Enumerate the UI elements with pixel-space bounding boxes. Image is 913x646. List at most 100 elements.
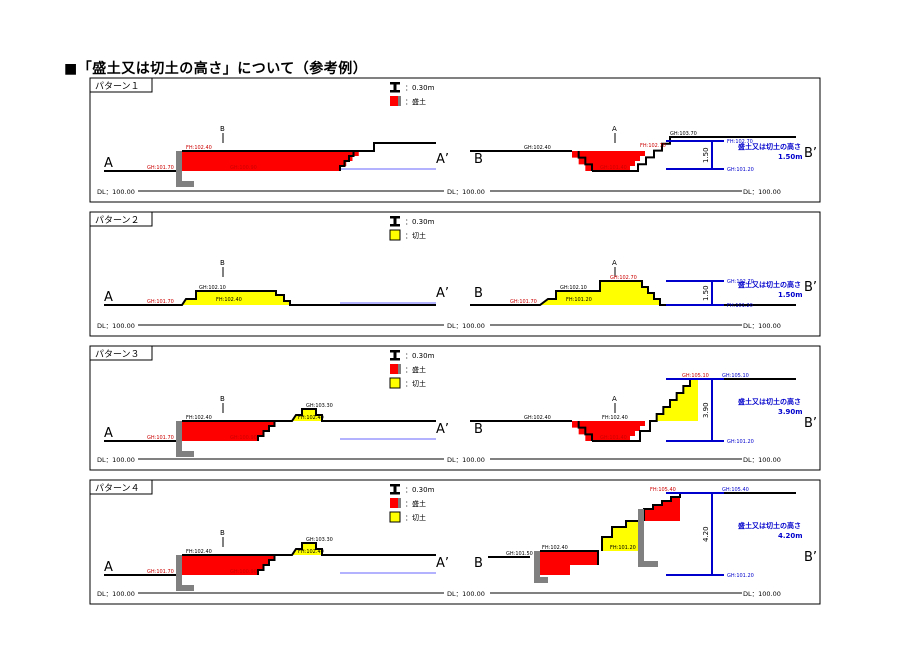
marker-a: A xyxy=(104,426,113,441)
section-marker-a: A xyxy=(612,259,617,267)
panel-frame xyxy=(89,345,821,471)
legend-label: ：0.30m xyxy=(405,84,435,92)
result-label: 盛土又は切土の高さ xyxy=(738,521,801,530)
height-value: 4.20 xyxy=(702,526,710,542)
level-label: GH:102.40 xyxy=(524,415,551,421)
section-marker-a: A xyxy=(612,395,617,403)
level-label: GH:105.10 xyxy=(722,373,749,379)
level-label: FH:102.40 xyxy=(542,545,568,551)
cut-legend-icon xyxy=(389,229,401,241)
dl-label: DL：100.00 xyxy=(743,456,781,464)
dl-label: DL：100.00 xyxy=(97,188,135,196)
result-value: 1.50m xyxy=(778,153,803,161)
dl-label: DL：100.00 xyxy=(447,188,485,196)
legend-label: ：切土 xyxy=(405,379,426,388)
retaining-wall xyxy=(638,509,644,565)
dl-label: DL：100.00 xyxy=(447,456,485,464)
marker-b-prime: B’ xyxy=(804,550,817,565)
wall-legend-icon xyxy=(393,216,397,226)
cut-shape xyxy=(602,521,640,551)
level-label: FH:102.40 xyxy=(186,415,212,421)
ground-profile xyxy=(280,542,436,556)
wall-legend-icon xyxy=(393,484,397,494)
legend-label: ：盛土 xyxy=(405,365,426,374)
marker-a: A xyxy=(104,290,113,305)
retaining-wall xyxy=(534,551,540,583)
retaining-wall xyxy=(176,585,194,591)
cut-shape xyxy=(540,281,660,305)
retaining-wall xyxy=(176,451,194,457)
level-label: GH:102.40 xyxy=(524,145,551,151)
retaining-wall xyxy=(176,151,182,187)
panel-label-box xyxy=(89,77,153,93)
panel-label: パターン２ xyxy=(95,215,140,226)
level-label: GH:100.90 xyxy=(230,165,257,171)
section-marker-b: B xyxy=(220,395,225,403)
level-label: FH:102.40 xyxy=(298,415,324,421)
cut-shape xyxy=(292,543,322,555)
fill-legend-icon xyxy=(390,364,398,374)
level-label: GH:105.40 xyxy=(722,487,749,493)
marker-b-prime: B’ xyxy=(804,280,817,295)
ground-profile xyxy=(643,492,796,521)
fill-legend-icon xyxy=(398,364,401,374)
level-label: GH:101.40 xyxy=(600,435,627,441)
ground-profile xyxy=(358,142,436,152)
level-label: GH:102.10 xyxy=(199,285,226,291)
page-title: ■「盛土又は切土の高さ」について（参考例） xyxy=(64,61,368,77)
ground-profile xyxy=(601,520,641,551)
marker-a-prime: A’ xyxy=(436,556,449,571)
level-label: GH:100.90 xyxy=(230,569,257,575)
marker-b-prime: B’ xyxy=(804,416,817,431)
dl-label: DL：100.00 xyxy=(447,322,485,330)
panel-label: パターン１ xyxy=(95,81,140,92)
ground-profile xyxy=(630,136,796,172)
wall-legend-icon xyxy=(393,82,397,92)
level-label: FH:101.20 xyxy=(610,545,636,551)
dl-label: DL：100.00 xyxy=(743,188,781,196)
wall-legend-icon xyxy=(390,90,400,93)
fill-shape xyxy=(182,555,280,575)
ground-profile xyxy=(540,550,599,565)
fill-shape xyxy=(540,551,598,575)
result-value: 4.20m xyxy=(778,532,803,540)
legend-label: ：切土 xyxy=(405,513,426,522)
fill-legend-icon xyxy=(398,498,401,508)
level-label: FH:102.40 xyxy=(298,549,324,555)
fill-legend-icon xyxy=(390,96,398,106)
wall-legend-icon xyxy=(390,224,400,227)
level-label: GH:105.10 xyxy=(682,373,709,379)
cut-legend-icon xyxy=(389,511,401,523)
section-marker-b: B xyxy=(220,529,225,537)
marker-a-prime: A’ xyxy=(436,286,449,301)
cut-legend-icon xyxy=(389,377,401,389)
level-label: FH:102.70 xyxy=(727,139,753,145)
result-label: 盛土又は切土の高さ xyxy=(738,397,801,406)
section-marker-a: A xyxy=(612,125,617,133)
cut-shape xyxy=(182,291,290,305)
section-marker-b: B xyxy=(220,125,225,133)
retaining-wall xyxy=(176,555,182,591)
legend-label: ：0.30m xyxy=(405,218,435,226)
dl-label: DL：100.00 xyxy=(97,590,135,598)
level-label: GH:101.20 xyxy=(727,573,754,579)
fill-legend-icon xyxy=(390,498,398,508)
level-label: FH:105.40 xyxy=(650,487,676,493)
marker-b: B xyxy=(474,286,483,301)
retaining-wall xyxy=(534,577,548,583)
marker-b: B xyxy=(474,556,483,571)
dl-label: DL：100.00 xyxy=(743,590,781,598)
legend-label: ：切土 xyxy=(405,231,426,240)
level-label: FH:102.40 xyxy=(216,297,242,303)
level-label: FH:101.20 xyxy=(727,303,753,309)
result-value: 3.90m xyxy=(778,408,803,416)
dl-label: DL：100.00 xyxy=(447,590,485,598)
legend-label: ：盛土 xyxy=(405,499,426,508)
wall-legend-icon xyxy=(393,350,397,360)
panel-label-box xyxy=(89,211,153,227)
legend-label: ：0.30m xyxy=(405,352,435,360)
